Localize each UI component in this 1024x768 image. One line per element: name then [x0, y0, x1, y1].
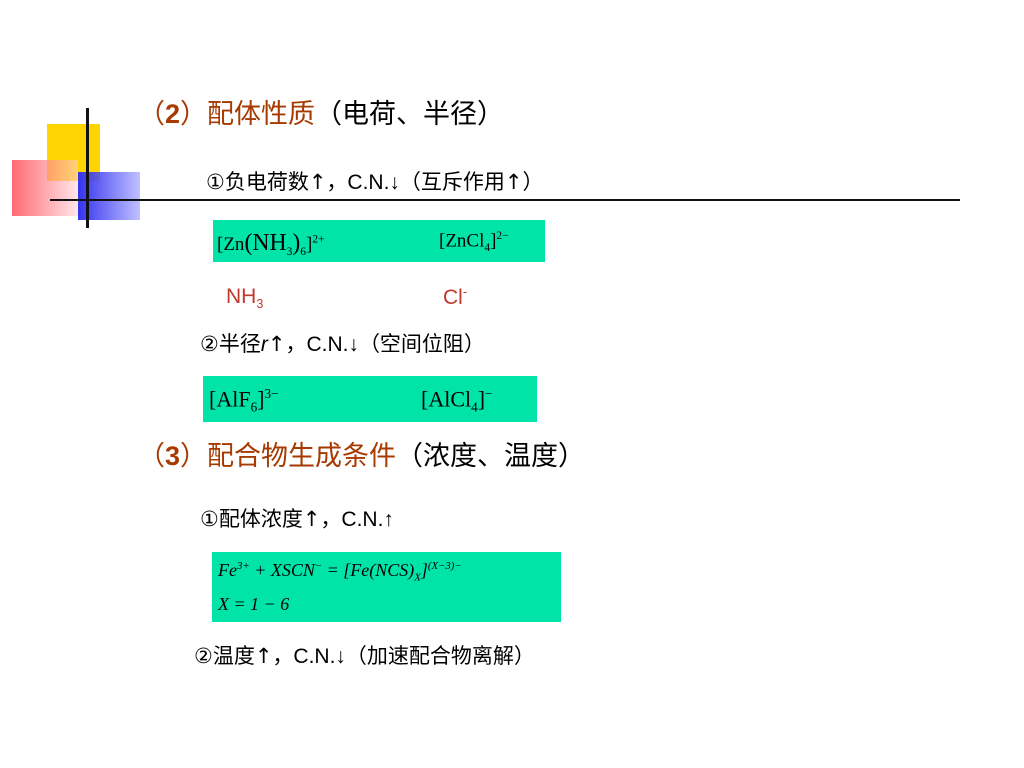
point-temperature: ②温度↑，C.N.↓（加速配合物离解） [194, 644, 535, 668]
section-3-title: 配合物生成条件 [207, 441, 397, 472]
point-radius: ②半径r↑，C.N.↓（空间位阻） [200, 332, 485, 356]
section-3-heading: （3）配合物生成条件（浓度、温度） [138, 441, 586, 472]
section-3-note: （浓度、温度） [396, 441, 586, 472]
section-2-note: （电荷、半径） [315, 99, 505, 130]
point-negative-charge: ①负电荷数↑，C.N.↓（互斥作用↑） [206, 170, 544, 194]
section-2-heading: （2）配体性质（电荷、半径） [138, 99, 505, 130]
formula-zn-nh3: [Zn(NH3)6]2+ [217, 230, 325, 258]
equation-x-range: X = 1 − 6 [218, 594, 290, 614]
point-ligand-concentration: ①配体浓度↑，C.N.↑ [200, 507, 394, 531]
title-divider-line [50, 199, 960, 201]
ligand-nh3: NH3 [226, 285, 264, 312]
section-2-title: 配体性质 [207, 99, 316, 130]
equation-fe-scn: Fe3+ + XSCN− = [Fe(NCS)X](X−3)− [218, 560, 462, 584]
logo-red-square [12, 160, 78, 216]
ligand-cl: Cl- [443, 285, 468, 309]
formula-box-aluminum: [AlF6]3− [AlCl4]− [203, 376, 537, 422]
formula-alf6: [AlF6]3− [209, 386, 279, 415]
formula-box-zinc: [Zn(NH3)6]2+ [ZnCl4]2− [213, 220, 545, 262]
logo-vertical-line [86, 108, 89, 228]
formula-box-iron: Fe3+ + XSCN− = [Fe(NCS)X](X−3)− X = 1 − … [212, 552, 561, 622]
formula-alcl4: [AlCl4]− [421, 386, 493, 415]
formula-zncl4: [ZnCl4]2− [439, 230, 509, 255]
